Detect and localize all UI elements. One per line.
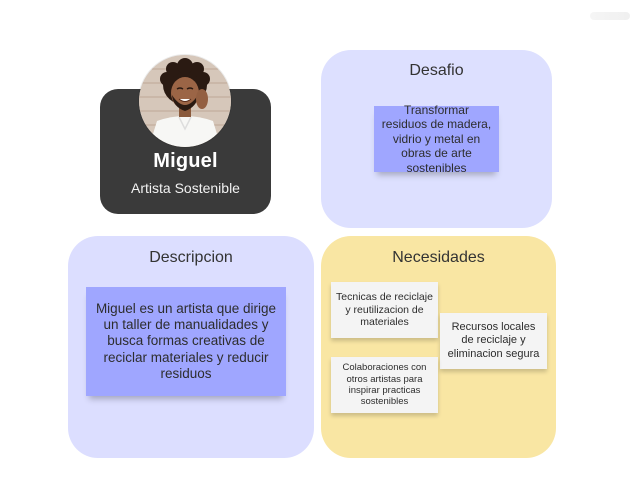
necesidades-title: Necesidades (392, 249, 485, 266)
necesidad-sticky-note[interactable]: Tecnicas de reciclaje y reutilizacion de… (331, 282, 438, 338)
descripcion-sticky-note[interactable]: Miguel es un artista que dirige un talle… (86, 287, 286, 396)
avatar-illustration (139, 55, 231, 147)
persona-name: Miguel (153, 150, 218, 172)
necesidad-sticky-note[interactable]: Colaboraciones con otros artistas para i… (331, 357, 438, 413)
desafio-sticky-note[interactable]: Transformar residuos de madera, vidrio y… (374, 103, 499, 175)
desafio-title: Desafio (409, 62, 464, 79)
person-photo-icon (139, 55, 231, 147)
persona-role: Artista Sostenible (131, 180, 240, 196)
necesidad-sticky-note[interactable]: Recursos locales de reciclaje y eliminac… (440, 313, 547, 369)
corner-decoration (590, 12, 630, 20)
descripcion-title: Descripcion (149, 249, 233, 266)
